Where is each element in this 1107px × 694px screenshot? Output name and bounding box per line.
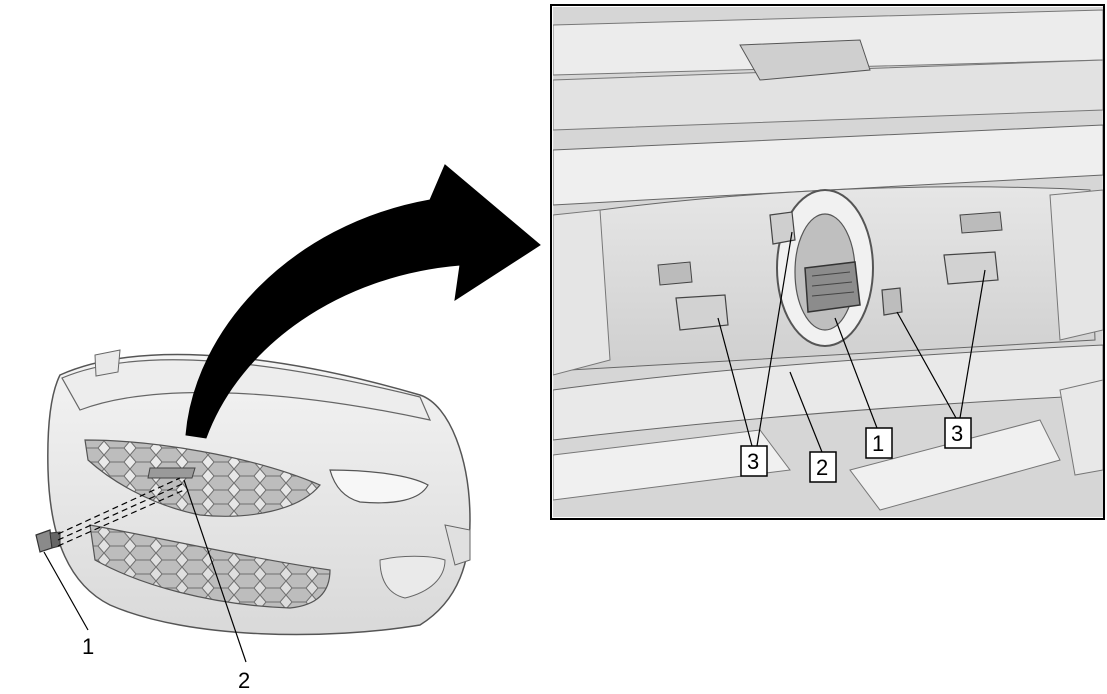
lower-grille [89,524,331,609]
bracket-right [1049,189,1103,341]
retainer-tab [881,287,903,316]
upper-beam-2 [553,59,1103,131]
leader-line-1-detail [834,317,878,429]
emblem [147,467,196,479]
explode-line [57,489,185,547]
bumper-side [444,524,471,566]
explode-line [57,477,181,535]
zoom-arrow [185,164,541,439]
callout-box [944,417,972,449]
callout-box [865,427,893,459]
explode-line [57,483,183,541]
leader-line-2 [183,479,247,663]
lower-intake [379,555,446,599]
bracket-left [553,209,611,376]
retainer-clip [943,251,999,285]
callout-1: 1 [82,634,94,659]
sensor-overview [35,477,185,553]
frame-member [553,124,1103,206]
sensor-connector [49,531,61,549]
callout-3-right: 3 [951,421,963,446]
box-callout-1: 1 [865,427,893,459]
leader-line-2-detail [789,371,823,453]
callout-box [740,445,768,477]
retainer-tab [769,211,796,245]
box-callout-3-left: 3 [740,445,768,477]
box-callout-3-right: 3 [944,417,972,449]
retainer-clip [675,294,729,331]
callout-3-left: 3 [747,449,759,474]
box-callout-2: 2 [809,451,837,483]
bracket-lower-beam [553,344,1103,441]
leader-line-3c [896,311,957,419]
bumper-top-lip [61,359,432,421]
leader-line-3d [959,269,986,419]
sensor-ribs [811,271,855,297]
retainer-slot [959,211,1003,234]
upper-grille [84,439,321,517]
bumper-corner [94,349,121,377]
leader-line-3a [717,317,753,447]
callout-1-detail: 1 [872,431,884,456]
callout-2-detail: 2 [816,455,828,480]
detail-view: 3 2 1 3 [550,4,1105,520]
callout-box [809,451,837,483]
retainer-slot [657,261,693,286]
grille-slat [849,419,1061,511]
top-clip [739,39,871,81]
front-bumper-overview [47,349,471,636]
callout-2: 2 [238,668,250,693]
grille-slat [1059,379,1103,476]
fog-lamp-opening [329,469,429,504]
park-assist-sensor [804,261,861,313]
leader-line-3b [756,231,793,447]
leader-line-1 [43,551,89,631]
grille-slat [553,429,791,501]
